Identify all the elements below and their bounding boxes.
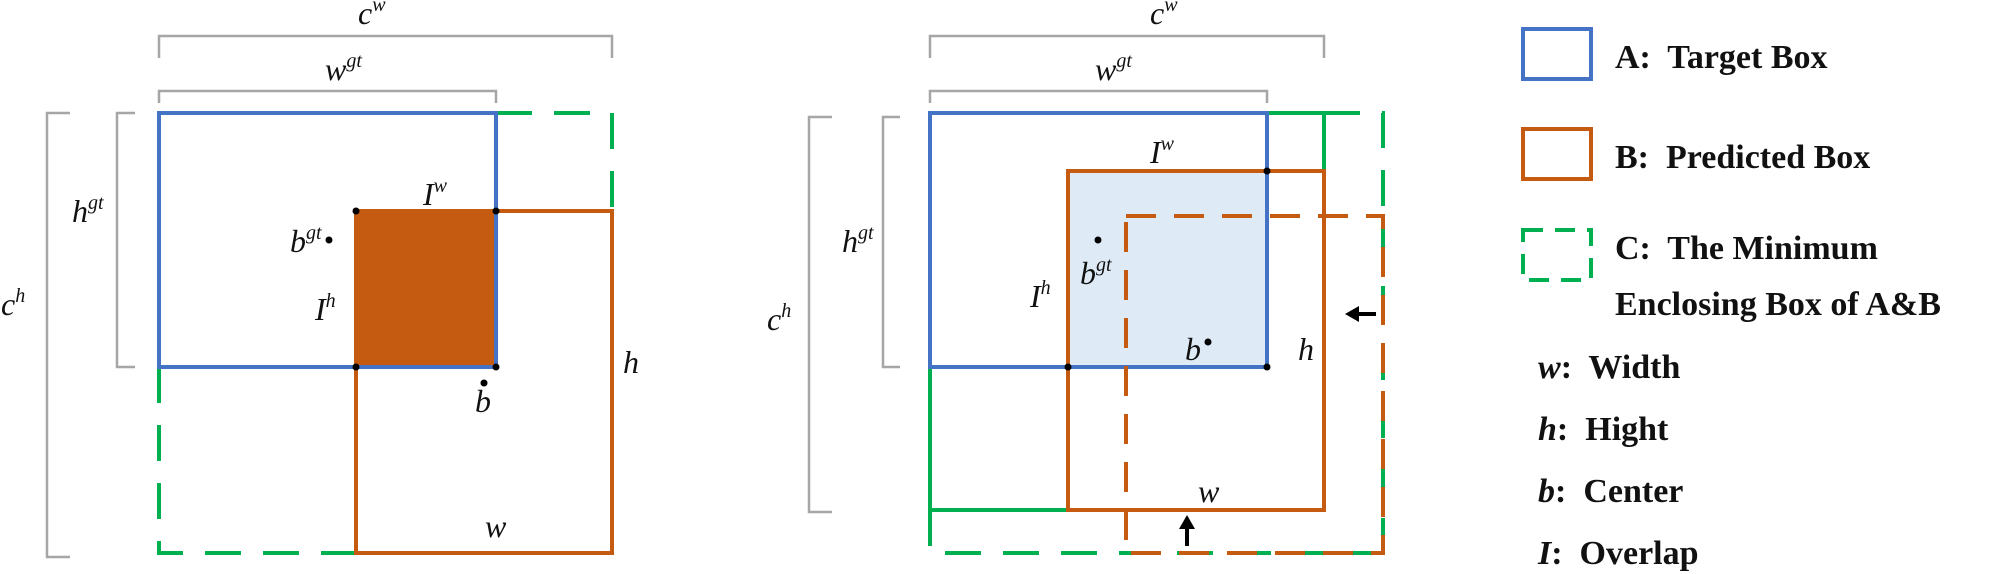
enclosing-box-solid: [1267, 111, 1326, 171]
label-ch: ch: [767, 300, 791, 337]
predicted-box: [354, 209, 614, 555]
enclosing-box-bottom-left: [157, 367, 356, 555]
legend-center: b: Center: [1538, 473, 1683, 510]
left-diagram: cw wgt ch hgt Iw Ih bgt b h w: [1, 0, 639, 559]
predicted-box: [1066, 169, 1326, 512]
label-cw: cw: [1150, 0, 1178, 31]
legend-label-enclosing-1: C: The Minimum: [1615, 230, 1878, 267]
target-box: [928, 111, 1269, 369]
label-w: w: [485, 508, 507, 544]
target-center-dot: [325, 236, 333, 244]
legend-height: h: Hight: [1538, 411, 1669, 448]
predicted-center-dot: [1204, 338, 1212, 346]
legend-swatch-enclosing: [1521, 228, 1593, 282]
hgt-bracket: [115, 111, 135, 369]
corner-dot: [1263, 167, 1271, 175]
predicted-box-moved: [1124, 214, 1385, 555]
label-hgt: hgt: [72, 192, 104, 229]
label-b: b: [1185, 331, 1201, 367]
label-cw: cw: [358, 0, 386, 31]
label-iw: Iw: [1149, 133, 1175, 170]
overlap-region: [356, 211, 496, 367]
legend-width: w: Width: [1538, 349, 1680, 386]
cw-bracket: [928, 34, 1326, 58]
enclosing-box-dashed: [1324, 111, 1385, 553]
target-box: [157, 111, 498, 369]
label-ch: ch: [1, 285, 25, 322]
wgt-bracket: [928, 89, 1269, 103]
label-w: w: [1198, 473, 1220, 509]
corner-dot: [1263, 363, 1271, 371]
predicted-center-dot: [480, 379, 488, 387]
label-iw: Iw: [422, 175, 448, 212]
enclosing-box-solid-bottom: [928, 367, 1068, 512]
legend: A: Target Box B: Predicted Box C: The Mi…: [1521, 27, 1941, 572]
up-arrow-icon: [1179, 515, 1195, 546]
legend-label-target: A: Target Box: [1615, 39, 1828, 76]
label-wgt: wgt: [325, 50, 362, 87]
label-b: b: [475, 383, 491, 419]
hgt-bracket: [881, 115, 900, 369]
corner-dot: [1064, 363, 1072, 371]
label-h: h: [1298, 331, 1314, 367]
label-wgt: wgt: [1095, 50, 1132, 87]
target-center-dot: [1094, 236, 1102, 244]
legend-label-enclosing-2: Enclosing Box of A&B: [1615, 286, 1941, 323]
legend-overlap: I: Overlap: [1537, 535, 1699, 572]
right-diagram: cw wgt ch hgt Iw Ih bgt b h w: [767, 0, 1385, 555]
label-h: h: [623, 344, 639, 380]
overlap-region: [1068, 171, 1267, 367]
cw-bracket: [157, 34, 614, 58]
label-bgt: bgt: [290, 222, 322, 259]
wgt-bracket: [157, 89, 498, 103]
legend-label-predicted: B: Predicted Box: [1615, 139, 1870, 176]
legend-swatch-target: [1521, 27, 1593, 81]
label-ih: Ih: [314, 290, 336, 327]
corner-dot: [492, 363, 500, 371]
enclosing-box-dashed-bottom: [928, 510, 1383, 555]
ch-bracket: [45, 111, 70, 559]
corner-dot: [492, 207, 500, 215]
legend-swatch-predicted: [1521, 127, 1593, 181]
enclosing-box-top-right: [496, 111, 614, 211]
corner-dot: [352, 363, 360, 371]
label-bgt: bgt: [1080, 254, 1112, 291]
corner-dot: [352, 207, 360, 215]
ch-bracket: [807, 115, 832, 514]
label-hgt: hgt: [842, 222, 874, 259]
left-arrow-icon: [1345, 306, 1376, 322]
label-ih: Ih: [1029, 277, 1051, 314]
